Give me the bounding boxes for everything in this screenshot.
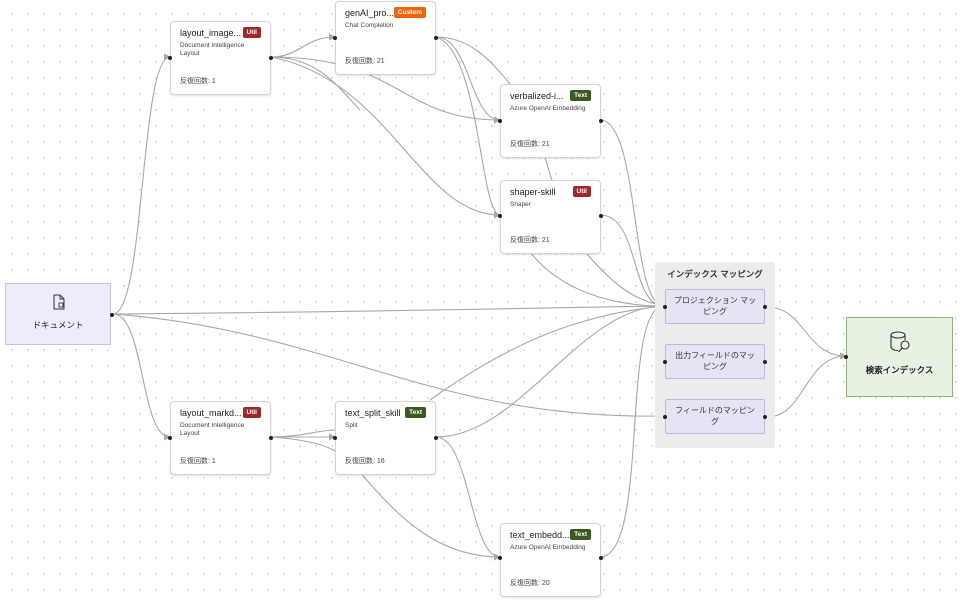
- edge: [429, 305, 665, 401]
- output-port[interactable]: [434, 436, 438, 440]
- edge: [435, 36, 501, 219]
- input-port[interactable]: [498, 556, 502, 560]
- skill-subtitle: Chat Completion: [345, 22, 394, 29]
- output-port[interactable]: [599, 556, 603, 560]
- edge: [435, 436, 501, 561]
- skill-title: shaper-skill: [510, 187, 556, 197]
- search-index-icon: [890, 331, 910, 353]
- input-port[interactable]: [663, 415, 667, 419]
- output-port[interactable]: [110, 313, 114, 317]
- input-port[interactable]: [168, 436, 172, 440]
- input-port[interactable]: [498, 214, 502, 218]
- skill-badge: Util: [242, 407, 261, 418]
- search-index-node[interactable]: 検索インデックス: [844, 317, 953, 397]
- edge: [584, 251, 665, 307]
- iteration-count: 反復回数: 20: [510, 580, 550, 587]
- output-port[interactable]: [269, 436, 273, 440]
- skill-badge: Text: [570, 90, 591, 101]
- skill-node-verbalized-image[interactable]: verbalized-i... Text Azure OpenAI Embedd…: [498, 84, 603, 158]
- skill-badge: Text: [405, 407, 426, 418]
- skill-badge: Custom: [393, 7, 426, 18]
- edge: [112, 53, 171, 315]
- skill-subtitle: Azure OpenAI Embedding: [510, 544, 586, 551]
- skill-title: layout_image...: [180, 28, 242, 38]
- edge: [766, 306, 847, 360]
- input-port[interactable]: [844, 355, 848, 359]
- edge: [270, 33, 336, 58]
- mapping-label: 出力フィールドのマッピング: [675, 350, 755, 371]
- mapping-label: プロジェクション マッピング: [673, 295, 757, 316]
- input-port[interactable]: [168, 56, 172, 60]
- edge: [435, 36, 511, 85]
- input-port[interactable]: [663, 305, 667, 309]
- edge: [435, 36, 501, 124]
- skill-node-text-embedding[interactable]: text_embedd... Text Azure OpenAI Embeddi…: [498, 523, 603, 597]
- output-port[interactable]: [599, 214, 603, 218]
- edge: [270, 436, 346, 459]
- input-port[interactable]: [333, 436, 337, 440]
- output-port[interactable]: [763, 415, 767, 419]
- iteration-count: 反復回数: 16: [345, 458, 385, 465]
- input-port[interactable]: [663, 360, 667, 364]
- skill-node-text-split[interactable]: text_split_skill Text Split 反復回数: 16: [333, 401, 438, 475]
- iteration-count: 反復回数: 1: [180, 78, 216, 85]
- field-mapping-box[interactable]: フィールドのマッピング: [663, 399, 767, 434]
- iteration-count: 反復回数: 21: [510, 141, 550, 148]
- skill-node-layout-markdown[interactable]: layout_markd... Util Document Intelligen…: [168, 401, 273, 475]
- edge: [359, 471, 501, 561]
- skill-subtitle: Shaper: [510, 201, 531, 208]
- mapping-group-title: インデックス マッピング: [667, 269, 763, 279]
- edge: [544, 156, 553, 181]
- edge: [766, 352, 847, 418]
- skill-node-genai-prompt[interactable]: genAI_pro... Custom Chat Completion 反復回数…: [333, 1, 438, 75]
- skill-title: text_split_skill: [345, 408, 401, 418]
- output-port[interactable]: [599, 119, 603, 123]
- skill-badge: Util: [242, 27, 261, 38]
- skill-title: text_embedd...: [510, 530, 570, 540]
- input-port[interactable]: [498, 119, 502, 123]
- skill-title: verbalized-i...: [510, 91, 564, 101]
- iteration-count: 反復回数: 1: [180, 458, 216, 465]
- output-port[interactable]: [763, 305, 767, 309]
- skill-node-layout-images[interactable]: layout_image... Util Document Intelligen…: [168, 21, 273, 95]
- iteration-count: 反復回数: 21: [510, 237, 550, 244]
- skill-node-shaper[interactable]: shaper-skill Util Shaper 反復回数: 21: [498, 180, 603, 254]
- output-port[interactable]: [434, 36, 438, 40]
- index-mapping-group: インデックス マッピング プロジェクション マッピング 出力フィールドのマッピン…: [655, 262, 775, 448]
- edge: [435, 302, 665, 438]
- skill-title: genAI_pro...: [345, 8, 395, 18]
- input-port[interactable]: [333, 36, 337, 40]
- output-port[interactable]: [763, 360, 767, 364]
- skill-badge: Text: [570, 529, 591, 540]
- skill-badge: Util: [572, 186, 591, 197]
- edge: [270, 56, 501, 219]
- source-label: ドキュメント: [32, 320, 84, 330]
- source-document-node[interactable]: ドキュメント: [5, 283, 114, 345]
- skill-subtitle: Split: [345, 422, 358, 429]
- skill-title: layout_markd...: [180, 408, 242, 418]
- edge: [270, 429, 336, 438]
- edge: [112, 302, 665, 315]
- output-field-mapping-box[interactable]: 出力フィールドのマッピング: [663, 344, 767, 379]
- edge: [112, 313, 171, 441]
- target-label: 検索インデックス: [865, 365, 934, 375]
- mapping-label: フィールドのマッピング: [675, 405, 755, 426]
- skill-subtitle: Azure OpenAI Embedding: [510, 105, 586, 112]
- document-icon: [53, 294, 65, 310]
- edge: [529, 251, 665, 307]
- projection-mapping-box[interactable]: プロジェクション マッピング: [663, 289, 767, 324]
- iteration-count: 反復回数: 21: [345, 58, 385, 65]
- output-port[interactable]: [269, 56, 273, 60]
